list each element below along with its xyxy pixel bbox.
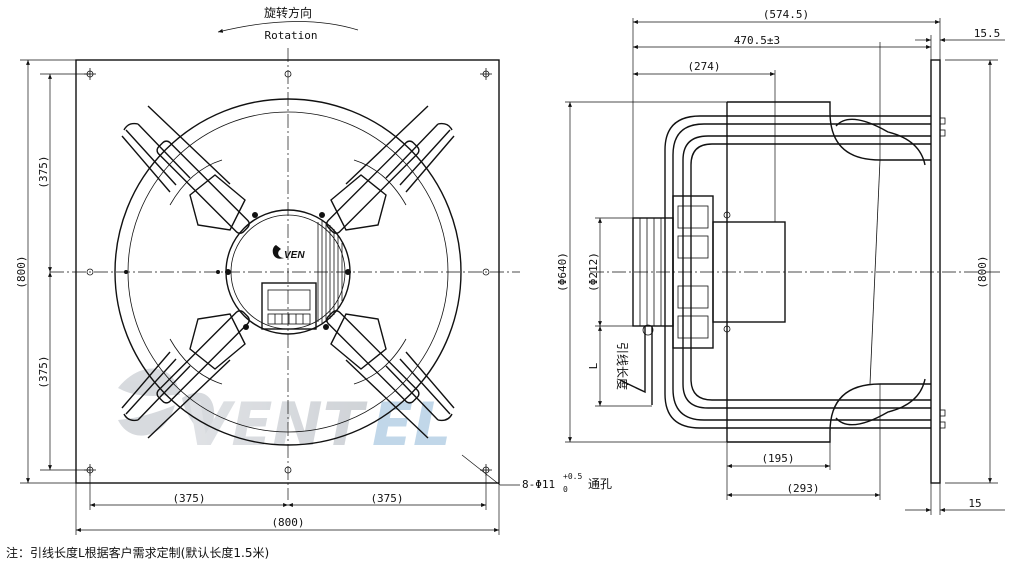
front-dim-width: (800) <box>271 516 304 529</box>
front-dim-right-half: (375) <box>370 492 403 505</box>
holes-callout-tol-upper: +0.5 <box>563 472 582 481</box>
front-plate <box>75 59 500 484</box>
front-view: VEN (800) (375) (375) (375) (375) <box>15 48 612 535</box>
hole-icon <box>284 70 292 78</box>
front-dimensions: (800) (375) (375) (375) (375) (800) 8-Φ1… <box>15 59 612 535</box>
footnote: 注：引线长度L根据客户需求定制(默认长度1.5米) <box>6 546 270 560</box>
motor-logo-text: VEN <box>284 250 305 261</box>
holes-callout-label: 8-Φ11 <box>522 478 555 491</box>
rotation-label-cn: 旋转方向 <box>264 5 312 20</box>
side-dim-motor-diameter: (Φ212) <box>587 252 600 292</box>
front-dim-height: (800) <box>15 255 28 288</box>
hole-icon <box>482 268 490 276</box>
hole-icon <box>86 268 94 276</box>
side-dim-diameter: (Φ640) <box>556 252 569 292</box>
holes-callout-suffix: 通孔 <box>588 477 612 491</box>
side-dim-depth: 470.5±3 <box>734 34 780 47</box>
front-dim-upper-half: (375) <box>37 155 50 188</box>
side-dim-motor: (274) <box>687 60 720 73</box>
side-motor <box>619 195 786 405</box>
side-dim-height: (800) <box>976 255 989 288</box>
rotation-arrow-icon <box>217 21 359 33</box>
watermark: VENT EL <box>118 368 451 460</box>
motor-front: VEN <box>225 209 351 335</box>
rotation-indicator: 旋转方向 Rotation <box>217 5 359 42</box>
side-dim-lead-text: 引线长度 <box>615 342 630 390</box>
rotation-label-en: Rotation <box>265 29 318 42</box>
watermark-fan-icon <box>118 368 215 440</box>
motor-cooling-fins <box>317 220 343 324</box>
lead-cable <box>619 326 646 394</box>
side-dim-lead-label: L <box>587 362 600 369</box>
watermark-text-vent: VENT <box>185 390 368 460</box>
side-view: (574.5) 470.5±3 (274) 15.5 15 (800) <box>556 8 1005 515</box>
inlet-ring-inner <box>127 111 449 433</box>
side-dimensions: (574.5) 470.5±3 (274) 15.5 15 (800) <box>556 8 1005 515</box>
side-plate <box>930 59 941 484</box>
front-dim-left-half: (375) <box>172 492 205 505</box>
side-dim-flange-bottom: 15 <box>968 497 981 510</box>
hole-icon <box>480 68 492 80</box>
side-dim-overall: (574.5) <box>763 8 809 21</box>
holes-callout-tol-lower: 0 <box>563 485 568 494</box>
inlet-ring <box>114 98 462 446</box>
side-dim-ring-total: (293) <box>786 482 819 495</box>
side-dim-ring: (195) <box>761 452 794 465</box>
motor-hub <box>712 221 786 323</box>
side-dim-flange-top: 15.5 <box>974 27 1001 40</box>
hole-icon <box>284 466 292 474</box>
junction-box <box>261 282 317 330</box>
motor-logo-icon: VEN <box>272 245 305 261</box>
front-dim-lower-half: (375) <box>37 355 50 388</box>
spider-windows <box>169 159 407 385</box>
guard-arms <box>121 105 455 439</box>
